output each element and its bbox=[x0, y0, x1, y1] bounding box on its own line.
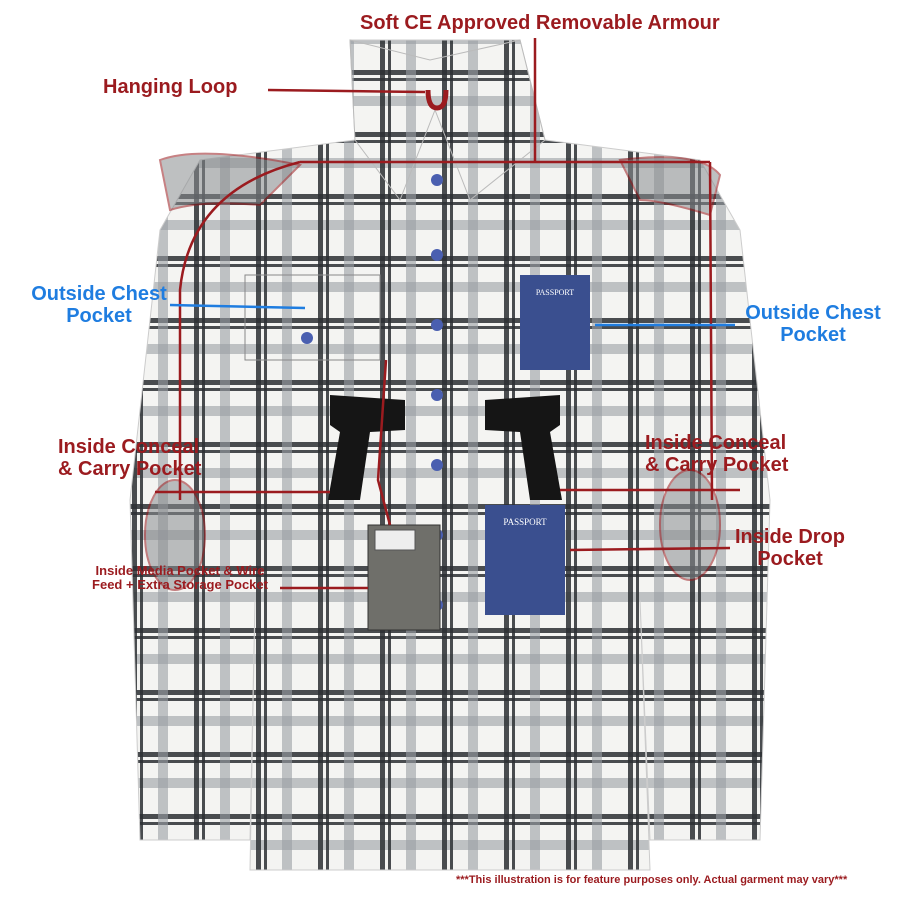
pistol-right-icon bbox=[485, 395, 562, 500]
pistol-left-icon bbox=[328, 395, 405, 500]
callout-line-1: Outside Chest bbox=[31, 283, 167, 305]
callout-line-1: Inside Drop bbox=[734, 526, 845, 548]
callout-inside-media-pocket: Inside Media Pocket & Wire Feed + Extra … bbox=[70, 563, 290, 593]
callout-hanging-loop: Hanging Loop bbox=[103, 76, 238, 98]
disclaimer: ***This illustration is for feature purp… bbox=[456, 874, 848, 886]
collar bbox=[349, 39, 546, 202]
callout-line-1: Outside Chest bbox=[745, 302, 881, 324]
callout-armour: Soft CE Approved Removable Armour bbox=[360, 12, 720, 34]
callout-line-1: Inside Conceal bbox=[645, 432, 787, 454]
callout-inside-conceal-right: Inside Conceal & Carry Pocket bbox=[645, 432, 788, 476]
callout-line-2: Pocket bbox=[757, 548, 823, 570]
shirt-body bbox=[129, 39, 771, 871]
callout-lines bbox=[155, 38, 740, 590]
callout-inside-conceal-left: Inside Conceal & Carry Pocket bbox=[58, 436, 201, 480]
callout-line-1: Inside Conceal bbox=[58, 436, 200, 458]
passport-chest bbox=[520, 275, 590, 370]
left-chest-pocket bbox=[244, 274, 381, 361]
callout-line-2: & Carry Pocket bbox=[58, 458, 202, 480]
callout-line-2: Pocket bbox=[66, 305, 132, 327]
passport-label: PASSPORT bbox=[536, 288, 574, 297]
armour-pads bbox=[144, 152, 722, 591]
passport-label: PASSPORT bbox=[503, 517, 547, 527]
phone-icon bbox=[374, 529, 416, 551]
callout-outside-chest-pocket-right: Outside Chest Pocket bbox=[728, 302, 898, 346]
media-pocket bbox=[367, 524, 441, 631]
callout-line-2: & Carry Pocket bbox=[645, 454, 789, 476]
callout-outside-chest-pocket-left: Outside Chest Pocket bbox=[14, 283, 184, 327]
callout-line-2: Pocket bbox=[780, 324, 846, 346]
callout-line-1: Inside Media Pocket & Wire bbox=[95, 563, 265, 578]
callout-inside-drop-pocket: Inside Drop Pocket bbox=[720, 526, 860, 570]
hanging-loop-icon bbox=[425, 89, 449, 111]
passport-drop bbox=[485, 505, 565, 615]
callout-line-2: Feed + Extra Storage Pocket bbox=[92, 577, 268, 593]
